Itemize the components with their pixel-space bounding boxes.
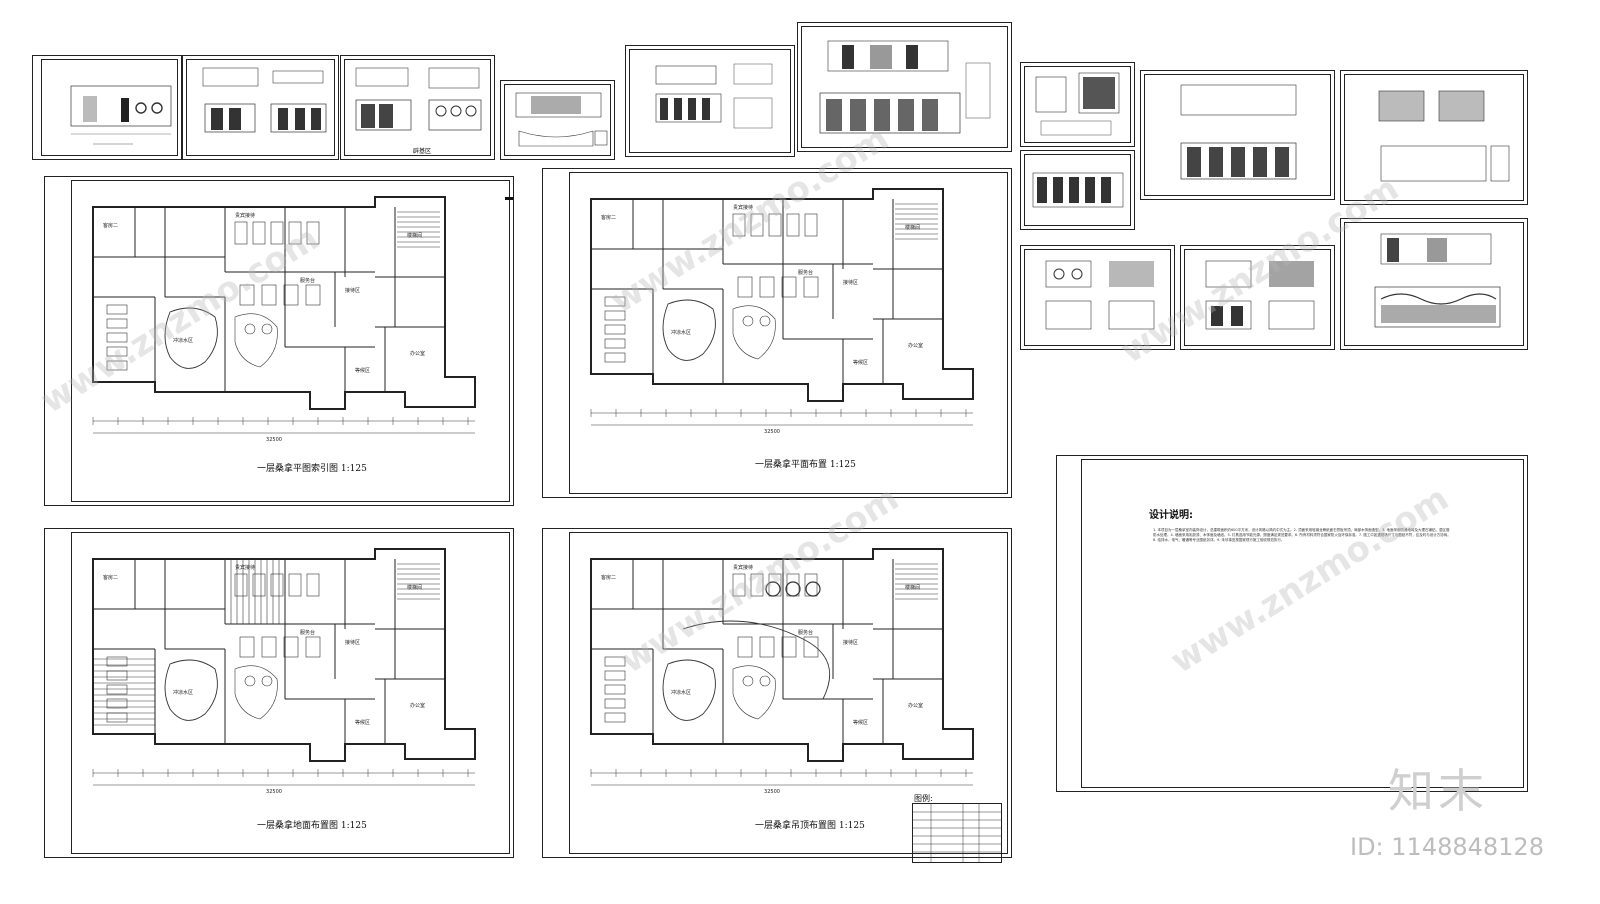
plan-room-label: 冲凉水区	[671, 329, 691, 336]
floor-plan-layout-sheet: 客房二 贵宾接待服务台冲凉水区 接待区办公室等候区 楼梯间 32500 一层桑拿平面布置…	[542, 168, 1012, 498]
plan-dimension-total: 32500	[266, 789, 282, 795]
elevation-sheet-9	[1140, 70, 1335, 200]
plan-room-label: 楼梯间	[905, 584, 920, 591]
plan-room-label: 服务台	[300, 629, 315, 636]
elevation-drawing-7	[1035, 72, 1120, 136]
plan-walls	[590, 188, 974, 402]
plan-dimension-line	[590, 409, 973, 426]
plan-room-label: 楼梯间	[407, 232, 422, 239]
plan-room-label: 服务台	[798, 269, 813, 276]
plan-room-label: 等候区	[853, 719, 868, 726]
plan-fixtures	[106, 211, 440, 371]
elevation-sheet-1	[32, 55, 182, 160]
plan-room-label: 楼梯间	[407, 584, 422, 591]
elevation-sheet-12	[1180, 245, 1335, 350]
plan-fixtures	[604, 563, 938, 723]
elevation-sheet-5	[625, 45, 795, 157]
elevation-drawing-10	[1378, 90, 1510, 182]
plan-fixtures	[604, 203, 938, 363]
plan-room-label: 服务台	[798, 629, 813, 636]
elevation-drawing-5	[655, 63, 773, 129]
plan-room-label: 客房二	[601, 574, 616, 581]
design-notes-title: 设计说明:	[1149, 510, 1193, 521]
design-notes-body: 1. 本项目为一层桑拿室内装饰设计，总建筑面积约600平方米，设计风格以简约中式…	[1153, 528, 1451, 543]
legend-label: 图例:	[914, 794, 933, 803]
plan-room-label: 贵宾接待	[733, 204, 753, 211]
legend-grid	[913, 804, 1001, 862]
plan-room-label: 冲凉水区	[671, 689, 691, 696]
plan-walls	[92, 548, 476, 762]
floor-plan-flooring-title: 一层桑拿地面布置图 1:125	[257, 821, 367, 831]
plan-room-label: 办公室	[908, 702, 923, 709]
small-sheet-label: 辟基区	[413, 148, 432, 155]
elevation-drawing-11	[1045, 260, 1155, 330]
plan-room-label: 等候区	[355, 367, 370, 374]
plan-room-label: 贵宾接待	[733, 564, 753, 571]
plan-dimension-line	[92, 769, 475, 786]
plan-fixtures	[93, 559, 440, 726]
elevation-drawing-8	[1032, 172, 1124, 208]
elevation-sheet-8	[1020, 150, 1135, 230]
image-id-text: ID: 1148848128	[1350, 833, 1544, 861]
elevation-sheet-10	[1340, 70, 1528, 205]
plan-room-label: 等候区	[853, 359, 868, 366]
elevation-sheet-13	[1340, 218, 1528, 350]
plan-room-label: 楼梯间	[905, 224, 920, 231]
plan-dimension-line	[590, 769, 973, 786]
plan-walls	[590, 548, 974, 762]
plan-room-label: 接待区	[843, 279, 858, 286]
floor-plan-index-sheet: 客房二 贵宾接待服务台冲凉水区 接待区办公室等候区 楼梯间 32500 一层桑拿平图索引…	[44, 176, 514, 506]
elevation-drawing-2	[202, 67, 327, 133]
brand-logo-text: 知末	[1388, 764, 1488, 818]
plan-walls	[92, 196, 476, 410]
elevation-sheet-4	[500, 80, 615, 160]
plan-room-label: 客房二	[601, 214, 616, 221]
plan-room-label: 冲凉水区	[173, 689, 193, 696]
elevation-sheet-11	[1020, 245, 1175, 350]
plan-dimension-total: 32500	[764, 789, 780, 795]
elevation-drawing-13	[1374, 233, 1501, 328]
plan-room-label: 客房二	[103, 574, 118, 581]
plan-dimension-line	[92, 417, 475, 434]
floor-plan-layout-title: 一层桑拿平面布置 1:125	[755, 460, 856, 470]
plan-room-label: 接待区	[345, 639, 360, 646]
elevation-drawing-4	[515, 92, 608, 147]
elevation-drawing-12	[1205, 260, 1315, 330]
elevation-sheet-6	[797, 22, 1012, 152]
legend-table	[912, 803, 1002, 863]
floor-plan-index-title: 一层桑拿平图索引图 1:125	[257, 464, 367, 474]
plan-room-label: 接待区	[345, 287, 360, 294]
elevation-drawing-9	[1180, 84, 1297, 180]
plan-room-label: 服务台	[300, 277, 315, 284]
plan-room-label: 办公室	[410, 702, 425, 709]
elevation-drawing-3	[355, 67, 482, 131]
elevation-drawing-1	[70, 85, 172, 145]
plan-room-label: 贵宾接待	[235, 564, 255, 571]
plan-room-label: 办公室	[908, 342, 923, 349]
plan-room-label: 等候区	[355, 719, 370, 726]
plan-room-label: 办公室	[410, 350, 425, 357]
plan-dimension-total: 32500	[266, 437, 282, 443]
floor-plan-ceiling-title: 一层桑拿吊顶布置图 1:125	[755, 821, 865, 831]
plan-room-label: 客房二	[103, 222, 118, 229]
plan-room-label: 接待区	[843, 639, 858, 646]
design-notes-sheet: 设计说明: 1. 本项目为一层桑拿室内装饰设计，总建筑面积约600平方米，设计风…	[1056, 455, 1528, 792]
plan-dimension-total: 32500	[764, 429, 780, 435]
elevation-sheet-7	[1020, 62, 1135, 147]
plan-room-label: 贵宾接待	[235, 212, 255, 219]
plan-room-label: 冲凉水区	[173, 337, 193, 344]
elevation-drawing-6	[819, 40, 991, 134]
elevation-sheet-2	[182, 55, 339, 160]
floor-plan-flooring-sheet: 客房二 贵宾接待服务台冲凉水区 接待区办公室等候区 楼梯间 32500 一层桑拿地面布置…	[44, 528, 514, 858]
elevation-sheet-3: 辟基区	[340, 55, 495, 160]
